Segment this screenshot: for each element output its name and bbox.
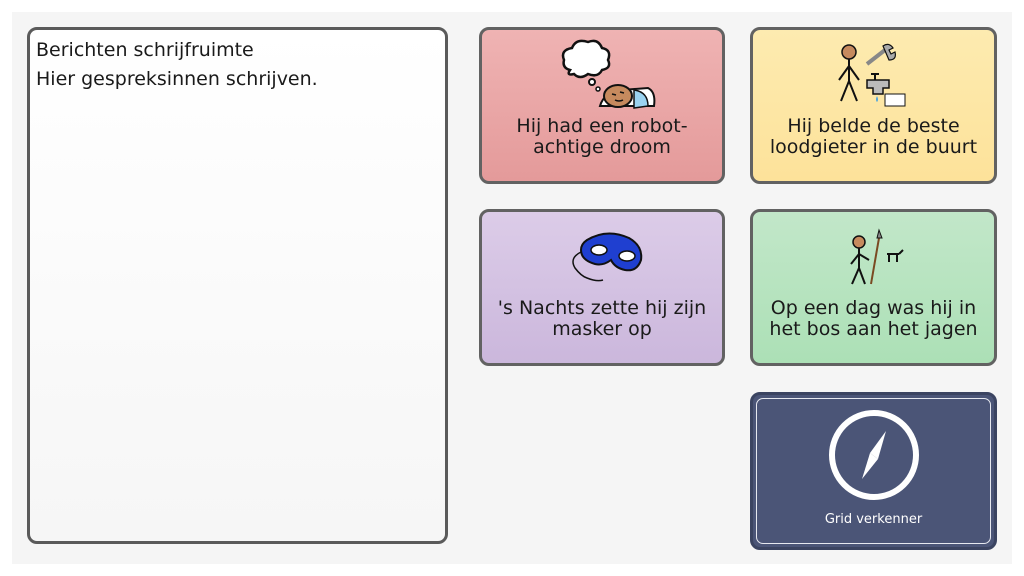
message-window[interactable]: Berichten schrijfruimte Hier gespreksinn… xyxy=(27,27,448,544)
cell-label: Hij belde de beste loodgieter in de buur… xyxy=(769,115,978,158)
cell-label: Grid verkenner xyxy=(824,512,923,527)
message-title: Berichten schrijfruimte xyxy=(36,39,254,61)
mask-icon xyxy=(482,212,722,294)
cell-label: 's Nachts zette hij zijn masker op xyxy=(497,297,707,340)
cell-inner-border xyxy=(756,398,991,544)
cell-hunting[interactable]: Op een dag was hij in het bos aan het ja… xyxy=(750,209,997,366)
plumber-icon xyxy=(753,30,994,112)
sleeping-dream-icon xyxy=(482,30,722,112)
cell-robot-dream[interactable]: Hij had een robot-achtige droom xyxy=(479,27,725,184)
cell-label: Hij had een robot-achtige droom xyxy=(516,115,688,158)
cell-mask[interactable]: 's Nachts zette hij zijn masker op xyxy=(479,209,725,366)
cell-label: Op een dag was hij in het bos aan het ja… xyxy=(769,297,978,340)
compass-icon xyxy=(753,395,994,507)
hunter-icon xyxy=(753,212,994,294)
cell-plumber[interactable]: Hij belde de beste loodgieter in de buur… xyxy=(750,27,997,184)
grid-explorer-button[interactable]: Grid verkenner xyxy=(750,392,997,550)
message-text: Hier gespreksinnen schrijven. xyxy=(36,68,318,90)
